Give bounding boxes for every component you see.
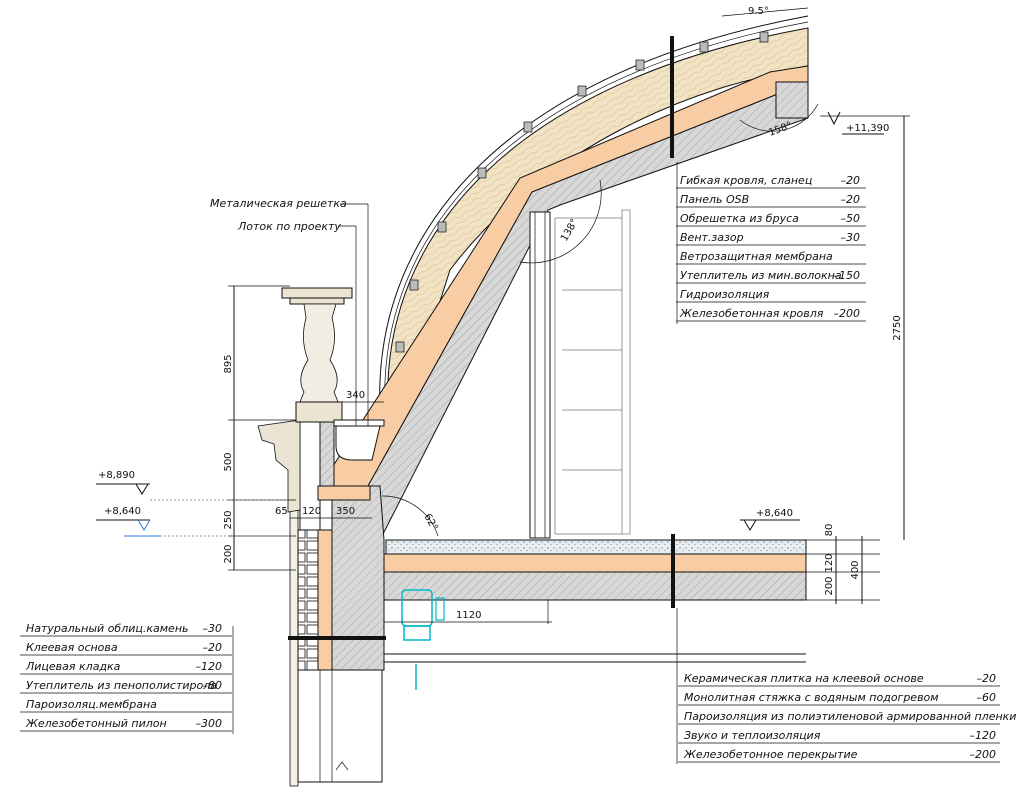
floor-layer-row: Пароизоляция из полиэтиленовой армирован… bbox=[678, 710, 1016, 725]
roof-layer-row: Вент.зазор –30 bbox=[676, 231, 866, 246]
roof-layer-value: –150 bbox=[834, 269, 861, 282]
wall-brick bbox=[297, 529, 319, 671]
wall-layer-name: Железобетонный пилон bbox=[25, 717, 167, 730]
balustrade bbox=[281, 287, 353, 423]
roof-layer-row: Ветрозащитная мембрана bbox=[676, 250, 866, 265]
wall-layer-value: –300 bbox=[196, 717, 223, 730]
roof-layer-value: –30 bbox=[841, 231, 861, 244]
roof-layer-name: Вент.зазор bbox=[680, 231, 744, 244]
dim-200-left: 200 bbox=[223, 544, 234, 563]
wall-layer-row: Лицевая кладка –120 bbox=[20, 660, 232, 675]
callout-labels: Металическая решетка Лоток по проекту bbox=[210, 197, 347, 233]
floor-layer-value: –20 bbox=[977, 672, 997, 685]
floor-rc-slab bbox=[333, 571, 807, 601]
wall-layer-name: Лицевая кладка bbox=[25, 660, 121, 673]
dim-250: 250 bbox=[223, 510, 234, 529]
wall-layers-table: Натуральный облиц.камень –30 Клеевая осн… bbox=[20, 622, 232, 732]
angle-top: 9.5° bbox=[748, 6, 769, 17]
dimension-labels: 895 500 250 200 340 65 120 350 1120 2750… bbox=[223, 315, 903, 621]
gutter bbox=[333, 419, 385, 461]
floor-layer-name: Монолитная стяжка с водяным подогревом bbox=[684, 691, 939, 704]
roof-layer-value: –50 bbox=[841, 212, 861, 225]
roof-layer-value: –20 bbox=[841, 174, 861, 187]
dim-80: 80 bbox=[824, 524, 835, 537]
roof-slab-end bbox=[775, 81, 809, 119]
roof-layer-value: –20 bbox=[841, 193, 861, 206]
roof-layer-name: Железобетонная кровля bbox=[679, 307, 824, 320]
dimension-lines bbox=[96, 111, 910, 764]
roof-layer-name: Утеплитель из мин.волокна bbox=[680, 269, 842, 282]
wall-layer-value: –30 bbox=[203, 622, 223, 635]
floor-layer-name: Керамическая плитка на клеевой основе bbox=[684, 672, 924, 685]
roof-layer-row: Гидроизоляция bbox=[676, 288, 866, 303]
wall-layer-name: Пароизоляц.мембрана bbox=[26, 698, 157, 711]
floor-layer-name: Звуко и теплоизоляция bbox=[684, 729, 821, 742]
wall-layer-row: Пароизоляц.мембрана bbox=[20, 698, 232, 713]
wall-layer-row: Железобетонный пилон –300 bbox=[20, 717, 232, 732]
angle-base: 62° bbox=[421, 512, 439, 533]
roof-layer-name: Гидроизоляция bbox=[680, 288, 770, 301]
roof-layer-row: Утеплитель из мин.волокна –150 bbox=[676, 269, 866, 284]
floor-layer-value: –120 bbox=[970, 729, 997, 742]
interior-partition bbox=[529, 211, 551, 539]
floor-layer-value: –60 bbox=[977, 691, 997, 704]
level-top: +11,390 bbox=[846, 123, 889, 134]
heating-unit bbox=[401, 589, 445, 690]
dim-65: 65 bbox=[275, 506, 288, 517]
wall-assembly bbox=[288, 419, 386, 787]
dim-120-floor: 120 bbox=[824, 553, 835, 572]
dim-200-floor: 200 bbox=[824, 576, 835, 595]
level-eave: +8,890 bbox=[98, 470, 135, 481]
dim-500: 500 bbox=[223, 452, 234, 471]
gutter-label: Лоток по проекту bbox=[237, 220, 341, 233]
dim-1120: 1120 bbox=[456, 610, 481, 621]
wall-layer-name: Клеевая основа bbox=[26, 641, 118, 654]
roof-layer-row: Железобетонная кровля –200 bbox=[676, 307, 866, 322]
wall-layer-name: Натуральный облиц.камень bbox=[26, 622, 189, 635]
floor-insulation bbox=[333, 553, 807, 573]
floor-tile-screed bbox=[385, 539, 807, 555]
roof-layer-name: Гибкая кровля, сланец bbox=[680, 174, 812, 187]
grille-label: Металическая решетка bbox=[210, 197, 347, 210]
floor-layer-value: –200 bbox=[970, 748, 997, 761]
wall-layer-row: Клеевая основа –20 bbox=[20, 641, 232, 656]
roof-layers-table: Гибкая кровля, сланец –20 Панель OSB –20… bbox=[676, 174, 866, 322]
floor-layer-row: Монолитная стяжка с водяным подогревом –… bbox=[678, 691, 1000, 706]
floor-layer-name: Железобетонное перекрытие bbox=[683, 748, 858, 761]
roof-layer-name: Панель OSB bbox=[680, 193, 749, 206]
level-floor: +8,640 bbox=[756, 508, 793, 519]
floor-layers-table: Керамическая плитка на клеевой основе –2… bbox=[678, 672, 1016, 763]
floor-layer-row: Железобетонное перекрытие –200 bbox=[678, 748, 1000, 763]
dim-400: 400 bbox=[850, 560, 861, 579]
dim-120: 120 bbox=[302, 506, 321, 517]
roof-layer-row: Обрешетка из бруса –50 bbox=[676, 212, 866, 227]
dim-895: 895 bbox=[223, 354, 234, 373]
stone-cornice bbox=[257, 419, 301, 513]
floor-layer-row: Звуко и теплоизоляция –120 bbox=[678, 729, 1000, 744]
angle-arcs bbox=[381, 7, 819, 537]
window-frame bbox=[554, 209, 631, 535]
roof-layer-row: Панель OSB –20 bbox=[676, 193, 866, 208]
dim-2750: 2750 bbox=[892, 315, 903, 340]
level-parapet: +8,640 bbox=[104, 506, 141, 517]
wall-layer-value: –20 bbox=[203, 641, 223, 654]
floor-assembly bbox=[333, 534, 807, 663]
floor-layer-row: Керамическая плитка на клеевой основе –2… bbox=[678, 672, 1000, 687]
roof-layer-row: Гибкая кровля, сланец –20 bbox=[676, 174, 866, 189]
wall-layer-row: Утеплитель из пенополистирола –80 bbox=[20, 679, 232, 694]
wall-layer-value: –80 bbox=[203, 679, 223, 692]
wall-layer-name: Утеплитель из пенополистирола bbox=[26, 679, 217, 692]
wall-layer-row: Натуральный облиц.камень –30 bbox=[20, 622, 232, 637]
roof-layer-value: –200 bbox=[834, 307, 861, 320]
wall-layer-value: –120 bbox=[196, 660, 223, 673]
roof-layer-name: Обрешетка из бруса bbox=[680, 212, 799, 225]
dim-350: 350 bbox=[336, 506, 355, 517]
dim-340: 340 bbox=[346, 390, 365, 401]
roof-layer-name: Ветрозащитная мембрана bbox=[680, 250, 833, 263]
roof-battens bbox=[395, 31, 769, 353]
level-labels: +8,890 +8,640 +8,640 +11,390 bbox=[98, 123, 889, 519]
floor-layer-name: Пароизоляция из полиэтиленовой армирован… bbox=[684, 710, 1016, 723]
